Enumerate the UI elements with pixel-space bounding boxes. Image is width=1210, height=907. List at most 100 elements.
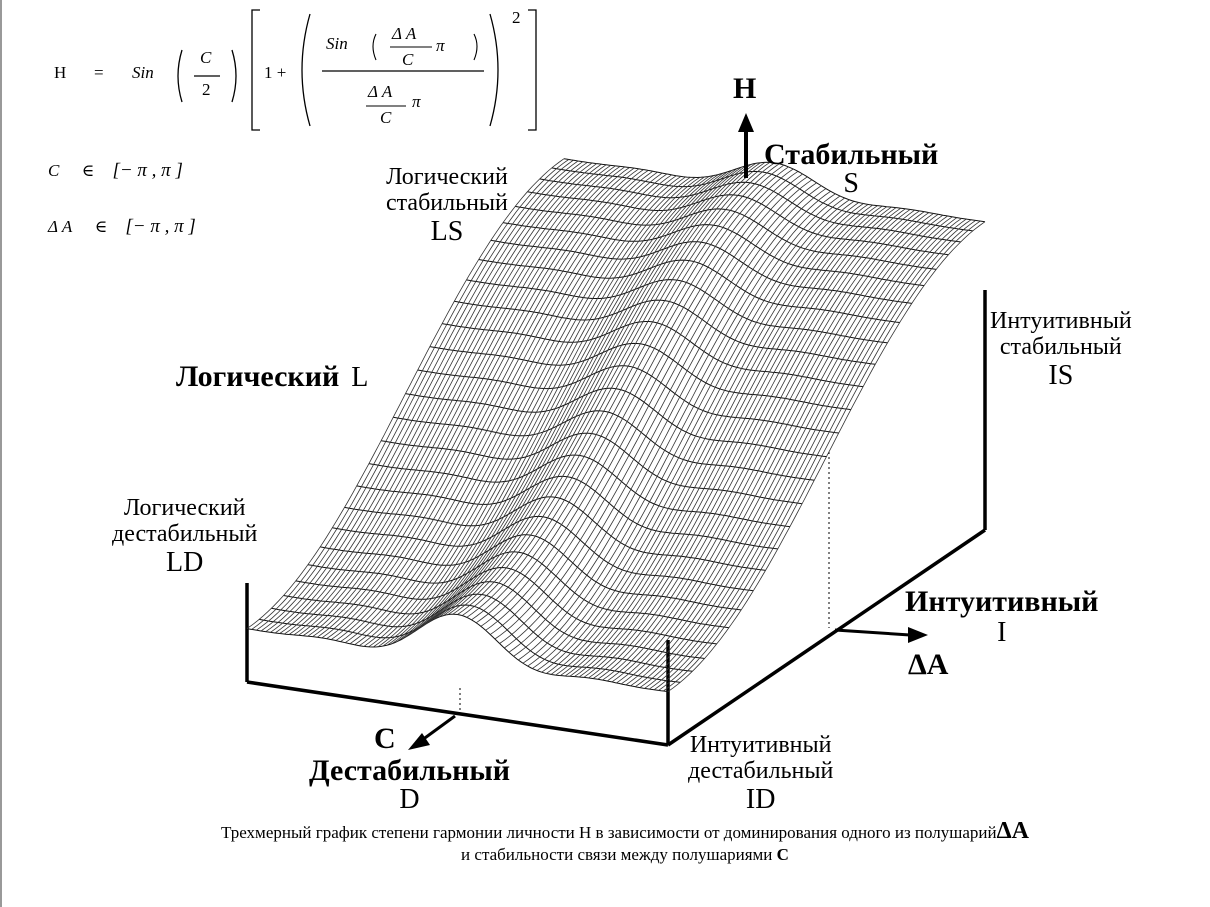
formula-two-denominator: 2: [202, 80, 211, 99]
mesh-line-da: [667, 221, 986, 692]
da-domain-var: Δ A: [48, 217, 73, 236]
formula-delta-a-top: Δ A: [392, 24, 417, 43]
corner-ld-line2: дестабильный: [112, 521, 258, 547]
mesh-line-da: [368, 176, 686, 648]
pole-intuitive: Интуитивный I: [905, 585, 1098, 649]
box-dotted-lines: [459, 452, 830, 712]
mesh-line-da: [270, 162, 588, 633]
mesh-line-da: [578, 207, 897, 678]
formula-one-plus: 1 +: [264, 63, 287, 82]
corner-id-line1: Интуитивный: [689, 732, 832, 758]
mesh-line-da: [298, 165, 616, 636]
mesh-line-da: [447, 161, 766, 615]
mesh-line-da: [335, 170, 654, 641]
mesh-line-c: [332, 515, 754, 592]
mesh-line-da: [373, 176, 691, 648]
mesh-line-da: [321, 168, 640, 639]
mesh-line-da: [658, 220, 976, 691]
formula-pi-bottom: π: [412, 92, 421, 111]
box-frame: [245, 290, 987, 747]
mesh-line-da: [293, 164, 612, 636]
mesh-line-da: [494, 179, 813, 640]
pole-stable-name: Стабильный: [764, 138, 939, 171]
mesh-line-da: [344, 172, 663, 644]
mesh-line-da: [405, 172, 724, 638]
mesh-line-da: [433, 164, 752, 620]
formula-bracket-c2: [177, 49, 237, 103]
pole-stable-code: S: [843, 168, 859, 199]
formula-delta-a-bottom: Δ A: [368, 82, 393, 101]
delta-a-axis-label: ΔA: [908, 648, 949, 681]
mesh-line-c: [344, 496, 766, 571]
mesh-line-da: [326, 169, 644, 640]
mesh-line-da: [316, 167, 635, 638]
da-domain-interval: [− π , π ]: [125, 216, 196, 237]
mesh-line-da: [513, 190, 831, 657]
corner-id-line2: дестабильный: [688, 758, 834, 784]
mesh-line-da: [555, 204, 873, 676]
c-domain-interval: [− π , π ]: [112, 160, 183, 181]
mesh-line-da: [265, 161, 583, 633]
mesh-line-da: [274, 162, 593, 634]
mesh-line-da: [279, 163, 597, 634]
pole-logical: Логический L: [176, 360, 368, 394]
mesh-line-da: [574, 206, 892, 677]
pole-destable: Дестабильный D: [309, 754, 510, 816]
mesh-line-da: [630, 215, 948, 687]
da-domain-in: ∈: [94, 217, 108, 236]
mesh-line-da: [550, 204, 869, 675]
mesh-line-da: [616, 213, 934, 684]
pole-destable-code: D: [399, 784, 420, 815]
formula-sin-2: Sin: [326, 34, 348, 53]
mesh-line-da: [639, 217, 958, 688]
mesh-line-da: [410, 171, 728, 635]
mesh-line-c: [283, 581, 705, 659]
c-domain: C ∈ [− π , π ]: [48, 160, 183, 182]
caption-line2-symbol: C: [776, 845, 789, 864]
mesh-line-da: [349, 173, 668, 645]
mesh-line-da: [354, 174, 672, 646]
mesh-line-da: [443, 162, 761, 616]
pole-logical-name: Логический: [176, 360, 340, 393]
mesh-line-da: [340, 171, 658, 642]
mesh-line-da: [260, 160, 579, 632]
mesh-line-da: [564, 205, 883, 677]
pole-logical-code: L: [351, 362, 369, 393]
page-edge: [0, 0, 2, 907]
mesh-line-da: [452, 162, 771, 615]
mesh-line-da: [602, 210, 920, 681]
formula-pi-top: π: [436, 36, 445, 55]
mesh-line-da: [504, 185, 822, 649]
mesh-line-da: [401, 174, 719, 640]
mesh-line-da: [330, 170, 649, 640]
axis-arrows: [408, 113, 928, 750]
mesh-line-da: [485, 173, 803, 631]
mesh-line-da: [532, 199, 850, 669]
formula-equals: =: [94, 63, 104, 82]
formula-c-top: C: [402, 50, 414, 69]
mesh-line-da: [653, 219, 972, 691]
mesh-line-da: [475, 168, 794, 624]
mesh-line-da: [597, 209, 916, 680]
mesh-line-da: [546, 203, 864, 674]
mesh-line-da: [471, 166, 789, 621]
mesh-line-da: [466, 164, 785, 618]
mesh-line-da: [251, 159, 569, 630]
mesh-line-da: [424, 166, 743, 626]
mesh-line-da: [611, 212, 930, 683]
formula-exponent: 2: [512, 8, 521, 27]
pole-stable: Стабильный S: [764, 138, 938, 200]
mesh-line-da: [256, 159, 574, 631]
mesh-line-da: [461, 163, 780, 616]
mesh-line-da: [606, 211, 925, 682]
da-domain: Δ A ∈ [− π , π ]: [48, 216, 196, 238]
mesh-line-da: [382, 177, 700, 647]
corner-intuitive-destable: Интуитивный дестабильный ID: [688, 732, 833, 816]
mesh-line-da: [620, 213, 939, 685]
mesh-line-da: [246, 158, 565, 629]
corner-ls-line2: стабильный: [386, 190, 508, 216]
surface-mesh: [246, 158, 986, 693]
mesh-line-da: [522, 195, 841, 664]
c-domain-in: ∈: [81, 161, 95, 180]
